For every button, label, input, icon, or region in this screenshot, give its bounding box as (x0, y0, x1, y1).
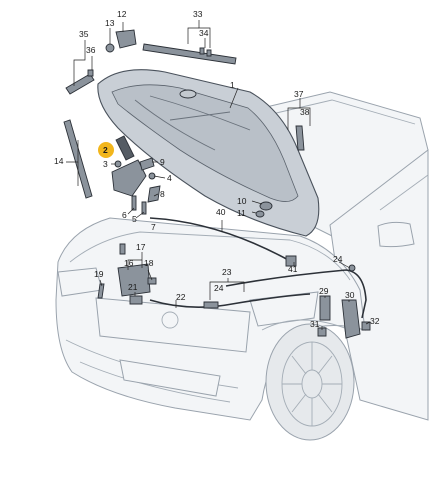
label-4: 4 (167, 173, 172, 183)
part-21 (129, 295, 143, 305)
part-41 (285, 255, 297, 267)
part-2 (115, 135, 135, 161)
part-13 (105, 43, 115, 53)
label-34: 34 (199, 28, 209, 38)
part-10 (259, 201, 273, 211)
roof-line (271, 99, 416, 125)
part-9 (139, 157, 155, 171)
part-38 (295, 125, 305, 151)
label-40: 40 (216, 207, 226, 217)
cable-23 (225, 269, 367, 319)
release-handle-30 (341, 299, 361, 339)
label-17: 17 (136, 242, 146, 252)
part-16 (119, 243, 126, 255)
label-33: 33 (193, 9, 203, 19)
bonnet-lock-17 (117, 263, 151, 297)
label-22: 22 (176, 292, 186, 302)
label-14: 14 (54, 156, 64, 166)
label-38: 38 (300, 107, 310, 117)
label-9: 9 (160, 157, 165, 167)
label-30: 30 (345, 290, 355, 300)
label-11: 11 (237, 208, 246, 218)
callout-labels: 12 13 33 34 35 36 1 37 38 14 2 3 9 4 8 6… (54, 9, 380, 329)
label-10: 10 (237, 196, 247, 206)
label-1: 1 (230, 80, 235, 90)
seal-strip-33 (142, 43, 237, 65)
release-cable-22 (149, 293, 311, 308)
part-34 (199, 47, 212, 57)
label-19: 19 (94, 269, 104, 279)
label-24-right: 24 (333, 254, 343, 264)
seal-35 (65, 73, 95, 95)
bonnet-hole (179, 89, 197, 99)
label-18: 18 (144, 258, 154, 268)
label-2: 2 (103, 145, 108, 155)
part-29 (319, 295, 331, 321)
part-11 (255, 210, 265, 218)
part-18 (147, 277, 157, 285)
part-31 (317, 327, 327, 337)
label-31: 31 (310, 319, 320, 329)
vw-badge (161, 311, 179, 329)
label-37: 37 (294, 89, 304, 99)
side-mirror (377, 221, 415, 248)
hinge-assembly (111, 159, 147, 197)
part-8 (147, 185, 161, 203)
part-32 (361, 321, 371, 331)
label-7: 7 (151, 222, 156, 232)
part-12 (115, 29, 137, 49)
bonnet (97, 69, 320, 237)
label-29: 29 (319, 286, 329, 296)
label-13: 13 (105, 18, 115, 28)
label-36: 36 (86, 45, 96, 55)
front-wheel (265, 323, 355, 441)
label-32: 32 (370, 316, 380, 326)
bonnet-inner-frame (111, 84, 299, 202)
label-23: 23 (222, 267, 232, 277)
part-24-right (348, 264, 356, 272)
bonnet-ribs (134, 95, 251, 151)
label-41: 41 (288, 264, 298, 274)
label-24-left: 24 (214, 283, 224, 293)
highlight-badge (98, 142, 114, 158)
bumper-line-2 (79, 361, 231, 403)
label-16: 16 (124, 258, 134, 268)
label-35: 35 (79, 29, 89, 39)
rim-spokes (282, 342, 342, 426)
part-5 (141, 201, 147, 215)
bay-edge (69, 231, 351, 281)
cable-connector (203, 301, 219, 309)
part-6 (131, 195, 137, 211)
cable-40 (149, 217, 293, 263)
label-5: 5 (132, 214, 137, 224)
lower-intake (119, 359, 221, 397)
label-6: 6 (122, 210, 127, 220)
label-8: 8 (160, 189, 165, 199)
label-21: 21 (128, 282, 138, 292)
door-line (379, 174, 429, 211)
part-19 (97, 283, 105, 299)
leader-lines (66, 20, 371, 330)
part-36 (87, 69, 94, 77)
label-3: 3 (103, 159, 108, 169)
label-12: 12 (117, 9, 127, 19)
wheel-arch (261, 319, 351, 331)
